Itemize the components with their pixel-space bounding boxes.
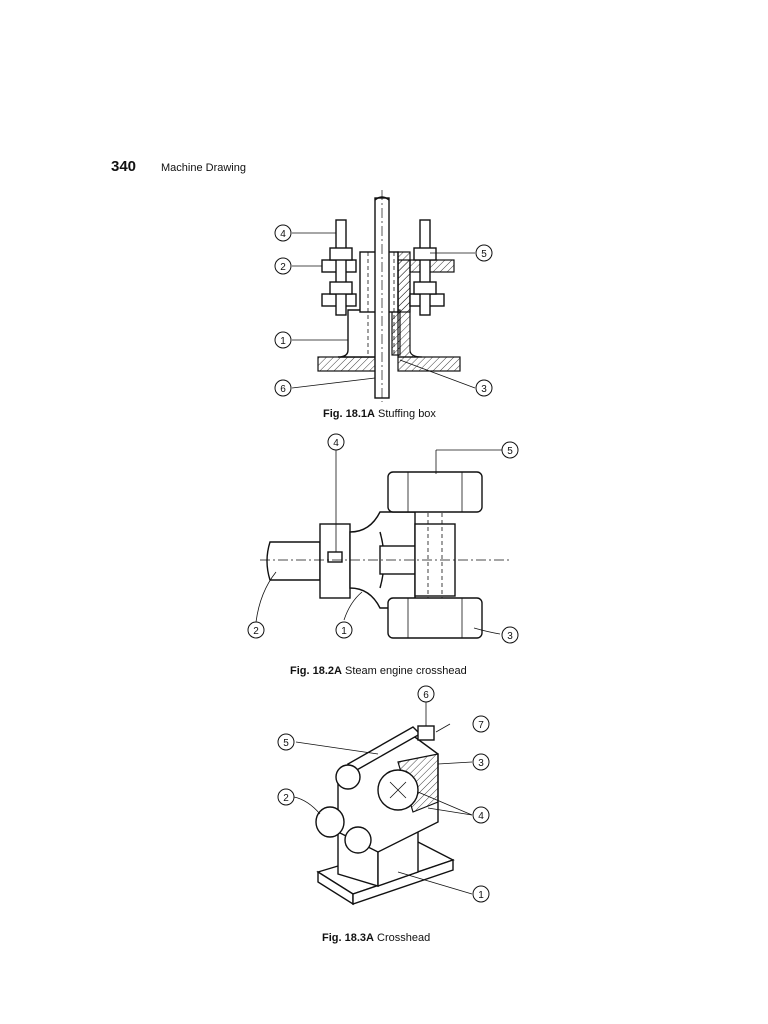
part-balloon: 4	[327, 433, 345, 451]
figure-caption: Fig. 18.2A Steam engine crosshead	[290, 665, 467, 677]
svg-text:2: 2	[253, 626, 259, 637]
part-balloon: 5	[501, 441, 519, 459]
part-balloon: 7	[472, 715, 490, 733]
svg-text:4: 4	[478, 811, 484, 822]
svg-text:4: 4	[333, 438, 339, 449]
part-balloon: 1	[335, 621, 353, 639]
svg-text:7: 7	[478, 720, 484, 731]
part-balloon: 3	[472, 753, 490, 771]
svg-text:5: 5	[283, 738, 289, 749]
part-balloon: 6	[274, 379, 292, 397]
part-balloon: 6	[417, 685, 435, 703]
crosshead-drawing: 6 7 5 3 2 4 1	[277, 685, 490, 906]
figure-title: Crosshead	[377, 932, 431, 944]
figure-title: Stuffing box	[378, 408, 436, 420]
svg-text:2: 2	[280, 262, 286, 273]
part-balloon: 3	[475, 379, 493, 397]
page-number: 340	[111, 158, 137, 175]
part-balloon: 4	[274, 224, 292, 242]
figure-caption: Fig. 18.3A Crosshead	[322, 932, 430, 944]
svg-text:1: 1	[341, 626, 347, 637]
part-balloon: 1	[472, 885, 490, 903]
svg-text:3: 3	[478, 758, 484, 769]
svg-text:6: 6	[280, 384, 286, 395]
svg-text:5: 5	[507, 446, 513, 457]
svg-text:5: 5	[481, 249, 487, 260]
part-balloon: 1	[274, 331, 292, 349]
figure-label: Fig. 18.2A	[290, 665, 342, 677]
svg-text:1: 1	[478, 890, 484, 901]
steam-engine-crosshead-drawing: 4 5 2 1 3	[247, 433, 519, 644]
figure-label: Fig. 18.3A	[322, 932, 374, 944]
figure-title: Steam engine crosshead	[345, 665, 467, 677]
svg-text:3: 3	[507, 631, 513, 642]
figure-caption: Fig. 18.1A Stuffing box	[323, 408, 436, 420]
part-balloon: 5	[277, 733, 295, 751]
figure-label: Fig. 18.1A	[323, 408, 375, 420]
svg-text:6: 6	[423, 690, 429, 701]
svg-text:3: 3	[481, 384, 487, 395]
svg-text:4: 4	[280, 229, 286, 240]
part-balloon: 3	[501, 626, 519, 644]
stuffing-box-drawing: 4 2 1 6 5 3	[274, 190, 493, 402]
svg-text:2: 2	[283, 793, 289, 804]
svg-text:1: 1	[280, 336, 286, 347]
running-title: Machine Drawing	[161, 162, 246, 174]
part-balloon: 4	[472, 806, 490, 824]
part-balloon: 2	[247, 621, 265, 639]
part-balloon: 2	[277, 788, 295, 806]
part-balloon: 5	[475, 244, 493, 262]
part-balloon: 2	[274, 257, 292, 275]
